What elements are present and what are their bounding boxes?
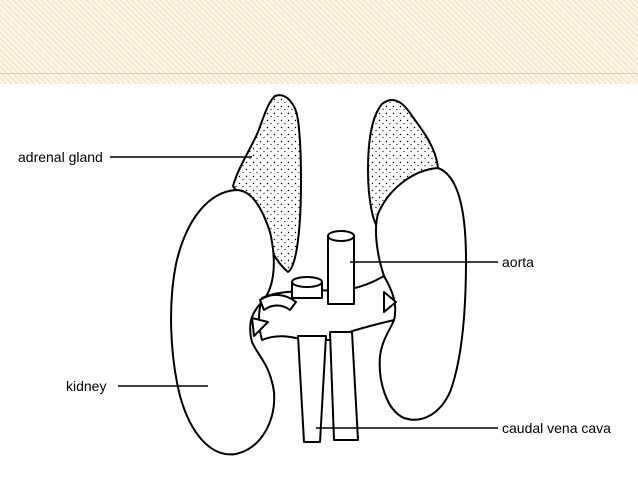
vena-cava-opening bbox=[291, 276, 323, 288]
kidney-label: kidney bbox=[66, 378, 106, 394]
adrenal-gland-label: adrenal gland bbox=[18, 149, 103, 165]
caudal-vena-cava-label: caudal vena cava bbox=[502, 420, 611, 436]
renal-vessel-right-branch bbox=[383, 291, 397, 313]
aorta-lower-trunk bbox=[329, 331, 359, 441]
slide-header-rule bbox=[0, 73, 638, 74]
aorta-upper bbox=[327, 235, 355, 305]
slide-header-band bbox=[0, 0, 638, 84]
left-kidney bbox=[170, 189, 276, 456]
aorta-label: aorta bbox=[502, 254, 534, 270]
right-kidney bbox=[375, 167, 467, 421]
aorta-opening bbox=[327, 230, 355, 242]
left-adrenal-gland bbox=[232, 94, 302, 273]
renal-vein-left-fold bbox=[259, 294, 297, 311]
renal-vessel-left-branch bbox=[251, 317, 269, 337]
vena-cava-trunk bbox=[297, 335, 327, 443]
